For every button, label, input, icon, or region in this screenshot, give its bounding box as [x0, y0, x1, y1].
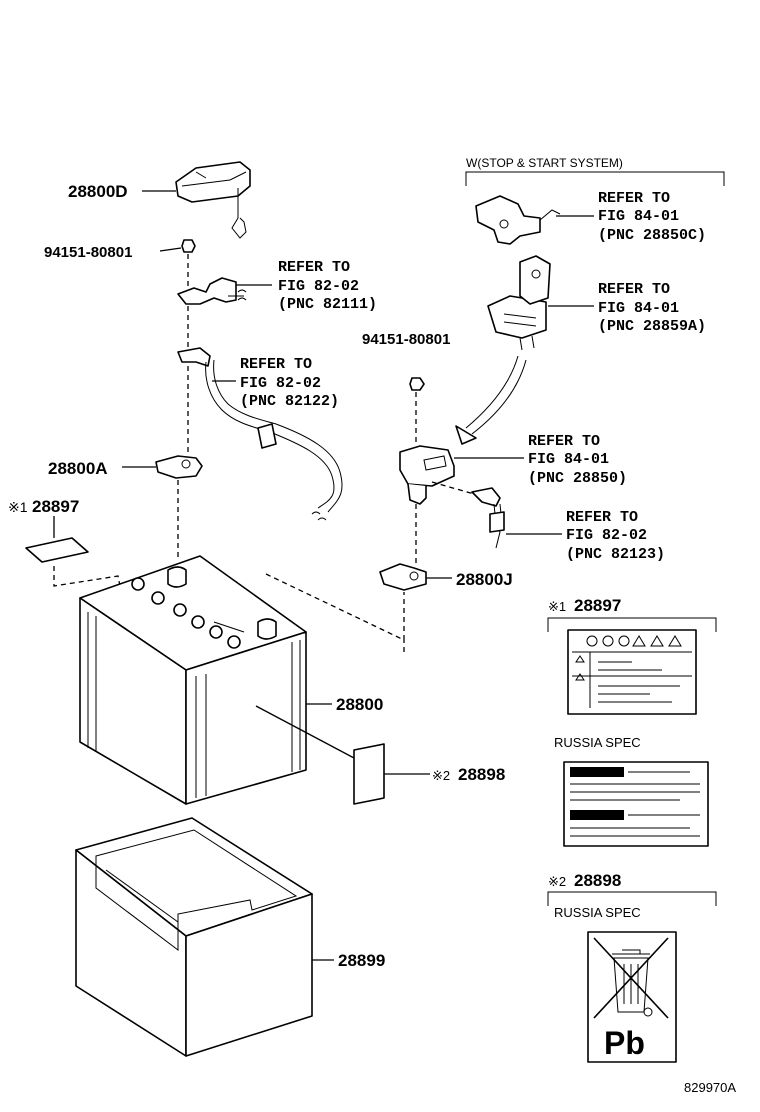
inset-28898-title: 28898	[574, 871, 621, 890]
refer-82111-line2: FIG 82-02	[278, 278, 359, 295]
refer-28850c-line2: FIG 84-01	[598, 208, 679, 225]
refer-82122-line2: FIG 82-02	[240, 375, 321, 392]
mark-1-inset: ※1	[548, 599, 566, 614]
russia-warning-label-inset	[563, 761, 709, 847]
callout-28899: 28899	[338, 951, 385, 970]
callout-28800a: 28800A	[48, 459, 108, 478]
refer-82111-line3: (PNC 82111)	[278, 296, 377, 313]
crossed-bin-icon	[593, 937, 669, 1019]
callout-28800d: 28800D	[68, 182, 128, 201]
mark-1-left: ※1	[8, 499, 28, 515]
refer-28850c-line1: REFER TO	[598, 190, 670, 207]
positive-cable-end-icon	[177, 277, 247, 305]
refer-28859a-line2: FIG 84-01	[598, 300, 679, 317]
battery-cover-icon[interactable]	[175, 161, 251, 239]
nut-left-icon	[181, 239, 196, 253]
callout-28800j: 28800J	[456, 570, 513, 589]
mark-2-inset: ※2	[548, 874, 566, 889]
refer-28850-line1: REFER TO	[528, 433, 600, 450]
terminal-clamp-a-icon[interactable]	[155, 455, 203, 479]
stop-start-header: W(STOP & START SYSTEM)	[466, 156, 623, 170]
refer-82122-line3: (PNC 82122)	[240, 393, 339, 410]
inset-28897-title: 28897	[574, 596, 621, 615]
pb-label-sticker-icon	[353, 743, 385, 805]
current-sensor-icon	[399, 445, 455, 505]
battery-icon[interactable]	[79, 555, 307, 805]
sensor-bracket-assembly-icon	[487, 255, 551, 351]
assembly-arrow-icon	[455, 355, 527, 445]
pb-recycling-label: Pb	[587, 931, 677, 1063]
refer-28850-line2: FIG 84-01	[528, 451, 609, 468]
callout-28898: 28898	[458, 765, 505, 784]
refer-28859a-line3: (PNC 28859A)	[598, 318, 706, 335]
warning-label-sticker-icon	[25, 537, 89, 563]
warning-label-inset	[567, 629, 697, 715]
battery-tray-icon[interactable]	[75, 817, 313, 1057]
mark-2-left: ※2	[432, 768, 450, 783]
sensor-cable-icon	[431, 481, 505, 549]
pb-symbol: Pb	[604, 1025, 645, 1061]
refer-82122-line1: REFER TO	[240, 356, 312, 373]
nut-right-icon	[409, 377, 425, 391]
refer-82111-line1: REFER TO	[278, 259, 350, 276]
refer-28850c-line3: (PNC 28850C)	[598, 227, 706, 244]
callout-94151-right: 94151-80801	[362, 331, 450, 348]
current-sensor-bracket-icon	[475, 195, 561, 245]
refer-82123-line2: FIG 82-02	[566, 527, 647, 544]
callout-28897: 28897	[32, 497, 79, 516]
figure-id: 829970A	[684, 1080, 736, 1095]
terminal-clamp-j-icon[interactable]	[379, 563, 427, 591]
russia-spec-label-2: RUSSIA SPEC	[554, 905, 641, 920]
refer-28850-line3: (PNC 28850)	[528, 470, 627, 487]
negative-cable-icon	[177, 347, 343, 521]
refer-82123-line3: (PNC 82123)	[566, 546, 665, 563]
refer-28859a-line1: REFER TO	[598, 281, 670, 298]
callout-28800: 28800	[336, 695, 383, 714]
russia-spec-label-1: RUSSIA SPEC	[554, 735, 641, 750]
refer-82123-line1: REFER TO	[566, 509, 638, 526]
callout-94151-left: 94151-80801	[44, 244, 132, 261]
